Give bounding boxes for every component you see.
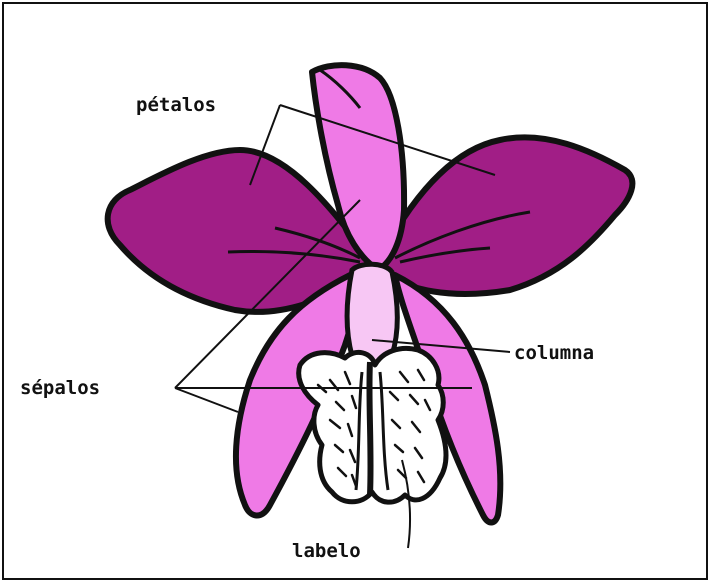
label-petals: pétalos bbox=[136, 94, 216, 116]
labellum-center-line bbox=[369, 362, 370, 495]
label-column: columna bbox=[514, 342, 594, 364]
label-sepals: sépalos bbox=[20, 377, 100, 399]
label-labellum: labelo bbox=[292, 540, 361, 562]
